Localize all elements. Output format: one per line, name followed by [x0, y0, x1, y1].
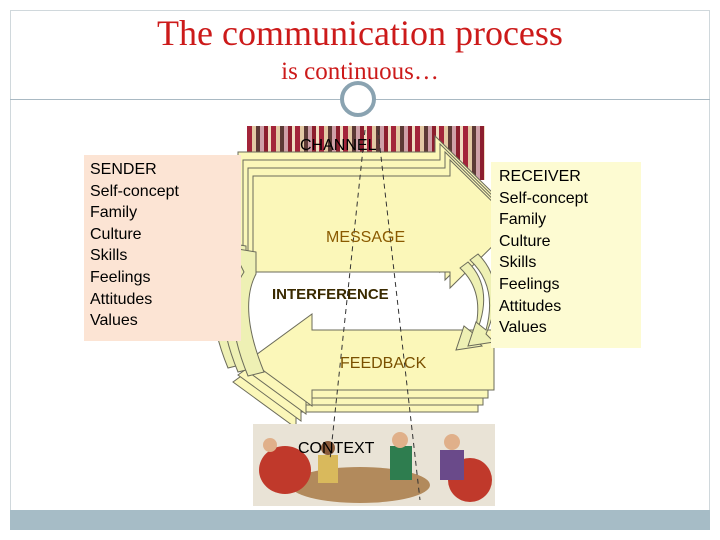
receiver-item: Skills — [499, 254, 537, 272]
sender-item: Family — [90, 204, 138, 222]
receiver-item: Culture — [499, 232, 551, 250]
divider-ring-icon — [340, 81, 376, 117]
sender-item: Attitudes — [90, 290, 153, 308]
sender-item: Values — [90, 312, 138, 330]
interference-line — [377, 129, 421, 501]
receiver-item: Values — [499, 319, 547, 337]
sender-item: Feelings — [90, 268, 151, 286]
message-arrow — [252, 158, 516, 290]
footer-bar — [10, 510, 710, 530]
slide-title: The communication process — [157, 13, 563, 53]
interference-label: INTERFERENCE — [272, 286, 389, 303]
channel-label: CHANNEL — [300, 137, 377, 154]
feedback-label: FEEDBACK — [340, 355, 427, 372]
interference-lines — [329, 129, 421, 501]
context-label: CONTEXT — [298, 440, 375, 457]
receiver-item: Attitudes — [499, 297, 562, 315]
receiver-item: Self-concept — [499, 189, 588, 207]
interference-line — [329, 129, 366, 461]
feedback-arrows — [232, 313, 495, 429]
slide-subtitle: is continuous… — [281, 58, 439, 85]
sender-item: Self-concept — [90, 182, 179, 200]
sender-heading: SENDER — [90, 161, 157, 178]
message-label: MESSAGE — [326, 229, 406, 246]
receiver-item: Family — [499, 211, 547, 229]
sender-box: SENDER Self-concept Family Culture Skill… — [84, 155, 241, 341]
receiver-item: Feelings — [499, 275, 560, 293]
feedback-arrow — [248, 313, 495, 407]
receiver-heading: RECEIVER — [499, 168, 581, 185]
sender-item: Culture — [90, 225, 142, 243]
context-image — [253, 424, 495, 506]
receiver-box: RECEIVER Self-concept Family Culture Ski… — [491, 162, 641, 348]
sender-item: Skills — [90, 247, 128, 265]
message-arrows — [237, 134, 516, 290]
